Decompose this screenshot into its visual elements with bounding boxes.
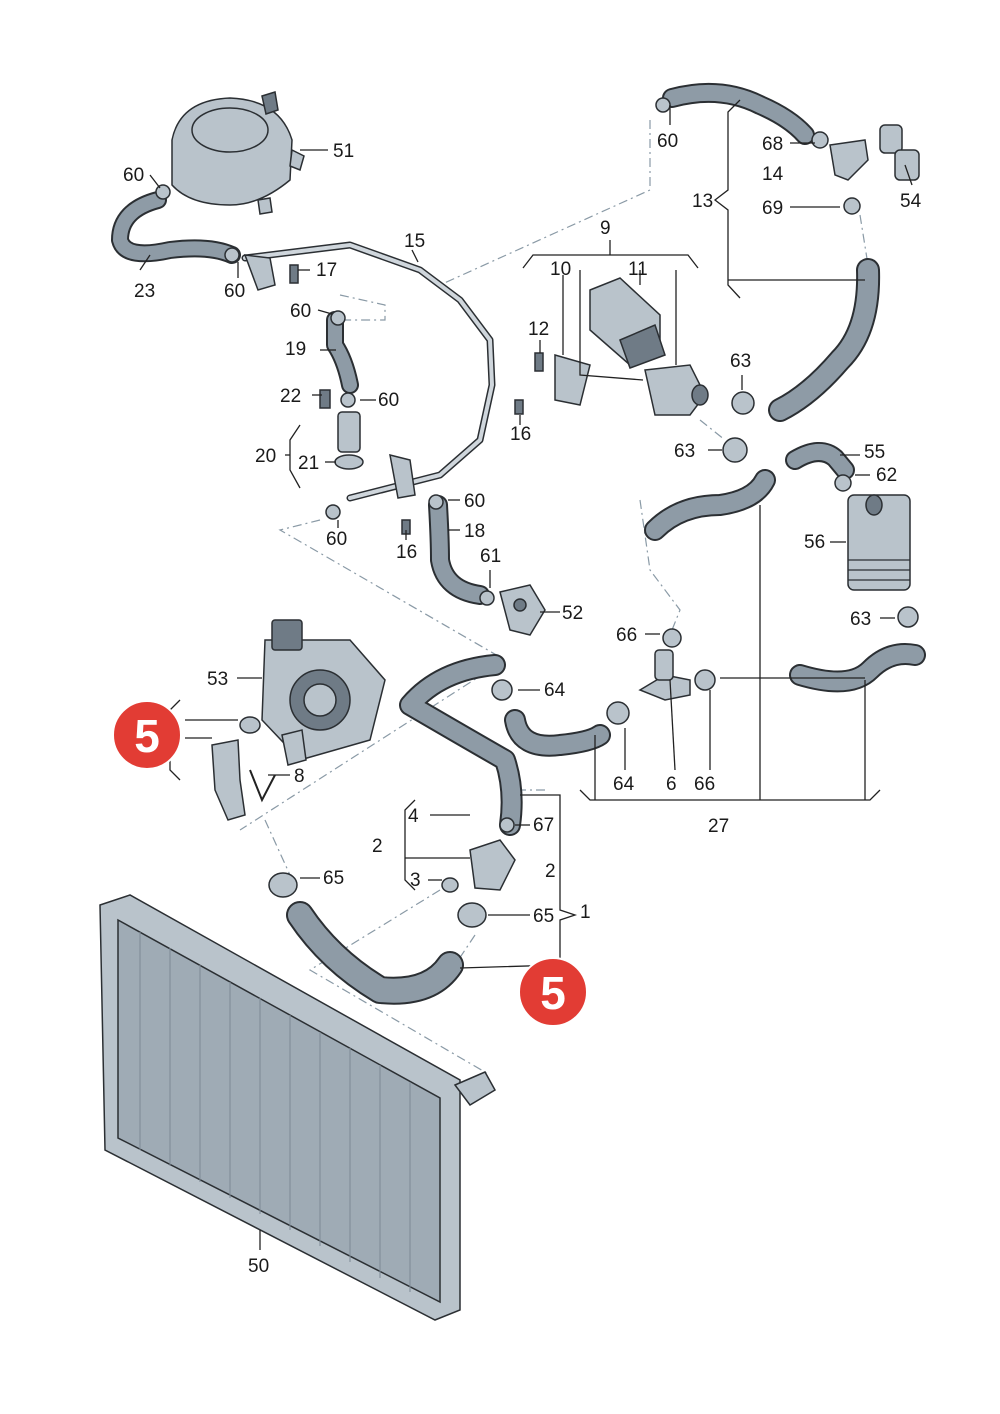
label-60e: 60 — [464, 491, 485, 512]
pipe-15 — [241, 241, 496, 502]
hose-2 — [399, 654, 523, 836]
label-65a: 65 — [323, 868, 344, 889]
label-19: 19 — [285, 339, 306, 360]
label-65b: 65 — [533, 906, 554, 927]
label-10: 10 — [550, 259, 571, 280]
label-2b: 2 — [545, 861, 556, 882]
label-16b: 16 — [510, 424, 531, 445]
label-60b: 60 — [224, 281, 245, 302]
label-2a: 2 — [372, 836, 383, 857]
label-63c: 63 — [850, 609, 871, 630]
label-66b: 66 — [694, 774, 715, 795]
clip-8 — [249, 769, 276, 803]
expansion-tank — [171, 91, 305, 215]
label-60f: 60 — [326, 529, 347, 550]
oil-cooler-56 — [847, 494, 911, 591]
valve-11 — [589, 277, 666, 369]
badge-text-left: 5 — [134, 710, 160, 762]
label-68: 68 — [762, 134, 783, 155]
hose-27 — [504, 469, 926, 757]
sensor-52 — [499, 584, 546, 636]
label-54: 54 — [900, 191, 922, 212]
label-17: 17 — [316, 260, 337, 281]
label-3: 3 — [410, 870, 421, 891]
label-13: 13 — [692, 191, 713, 212]
badge-circle-left — [112, 700, 182, 770]
badge-circle-bottom — [518, 957, 588, 1027]
label-51: 51 — [333, 141, 354, 162]
hose-23 — [111, 191, 241, 264]
label-64b: 64 — [613, 774, 635, 795]
label-22: 22 — [280, 386, 301, 407]
label-50: 50 — [248, 1256, 269, 1277]
plugs-54 — [879, 124, 920, 181]
flange-2 — [441, 839, 516, 893]
bracket-10 — [554, 354, 591, 406]
label-4: 4 — [408, 806, 419, 827]
t-connector-6 — [638, 649, 691, 701]
label-16a: 16 — [396, 542, 417, 563]
label-69: 69 — [762, 198, 783, 219]
water-pump-53 — [261, 619, 386, 766]
label-1: 1 — [580, 902, 591, 923]
hose-18 — [428, 495, 490, 605]
label-55: 55 — [864, 442, 885, 463]
label-27: 27 — [708, 816, 729, 837]
label-60d: 60 — [378, 390, 399, 411]
clamps — [155, 97, 919, 833]
label-61: 61 — [480, 546, 501, 567]
label-66a: 66 — [616, 625, 637, 646]
clamps-65 — [268, 872, 487, 928]
label-62: 62 — [876, 465, 897, 486]
callout-labels: 51 60 23 60 17 15 60 19 22 60 20 21 60 1… — [123, 131, 922, 1277]
label-6: 6 — [666, 774, 677, 795]
hose-13 — [662, 82, 881, 422]
badge-left: 5 — [112, 700, 182, 770]
label-52: 52 — [562, 603, 583, 624]
label-63a: 63 — [730, 351, 751, 372]
radiator-50 — [99, 894, 497, 1321]
label-14: 14 — [762, 164, 784, 185]
label-63b: 63 — [674, 441, 695, 462]
label-60g: 60 — [657, 131, 678, 152]
label-53: 53 — [207, 669, 228, 690]
label-12: 12 — [528, 319, 549, 340]
connector-14 — [829, 139, 869, 181]
hose-19 — [326, 311, 359, 394]
hose-55 — [785, 442, 855, 480]
label-18: 18 — [464, 521, 485, 542]
lower-hose-1 — [286, 901, 464, 1005]
pump-11b — [644, 364, 709, 416]
label-15: 15 — [404, 231, 425, 252]
connector-6-left — [211, 716, 261, 821]
fitting-20 — [319, 389, 364, 470]
badge-bottom: 5 — [518, 957, 588, 1027]
label-20: 20 — [255, 446, 276, 467]
label-56: 56 — [804, 532, 825, 553]
label-67: 67 — [533, 815, 554, 836]
badge-text-bottom: 5 — [540, 967, 566, 1019]
label-11: 11 — [628, 259, 648, 280]
dashed-connections — [239, 120, 869, 1076]
label-9: 9 — [600, 218, 611, 239]
label-60c: 60 — [290, 301, 311, 322]
label-60a: 60 — [123, 165, 144, 186]
label-64a: 64 — [544, 680, 566, 701]
label-23: 23 — [134, 281, 155, 302]
label-8: 8 — [294, 766, 305, 787]
label-21: 21 — [298, 453, 319, 474]
